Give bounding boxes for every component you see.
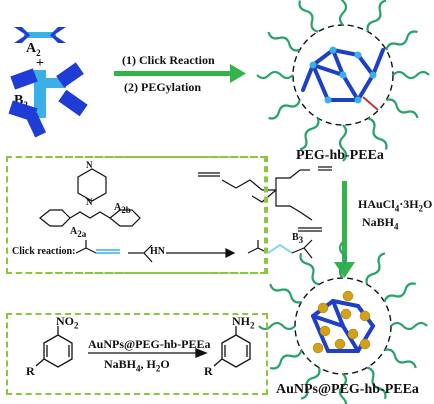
catalysis-panel xyxy=(6,313,268,395)
reactant-r: R xyxy=(26,364,35,378)
a2-monomer-shape xyxy=(14,27,66,43)
catalysis-conditions: NaBH4, H2O xyxy=(104,357,170,374)
amino-group: NH2 xyxy=(232,314,255,331)
gold-nanocomposite xyxy=(258,241,428,404)
a2-label: A2 xyxy=(26,41,41,58)
structures-panel xyxy=(6,156,268,274)
reagent-nabh4: NaBH4 xyxy=(362,215,399,232)
product-r: R xyxy=(204,364,213,378)
a2b-n-top: N xyxy=(86,160,93,170)
click-reaction-label: Click reaction: xyxy=(12,246,76,257)
polymer-star-top xyxy=(256,0,430,162)
a2b-label: A2b xyxy=(114,202,131,215)
step1-label: (1) Click Reaction xyxy=(122,53,215,67)
catalyst-label: AuNPs@PEG-hb-PEEa xyxy=(88,337,211,351)
nanocomposite-label: AuNPs@PEG-hb-PEEa xyxy=(276,382,419,397)
a2b-n-bottom: N xyxy=(86,197,93,207)
nitro-group: NO2 xyxy=(56,314,79,331)
polymer-label: PEG-hb-PEEa xyxy=(296,148,384,163)
b3-monomer-shape xyxy=(8,62,88,138)
step2-label: (2) PEGylation xyxy=(124,80,201,94)
plus-sign: + xyxy=(36,56,44,71)
structures-drawings xyxy=(39,166,332,263)
reaction-arrow xyxy=(114,64,246,83)
amine-label: HN xyxy=(150,246,165,257)
catalysis-drawings xyxy=(35,326,251,368)
reagent-haucl4: HAuCl4·3H2O xyxy=(358,197,433,214)
reduction-arrow xyxy=(334,181,355,278)
b3-struct-label: B3 xyxy=(292,232,304,245)
a2a-label: A2a xyxy=(70,226,87,239)
